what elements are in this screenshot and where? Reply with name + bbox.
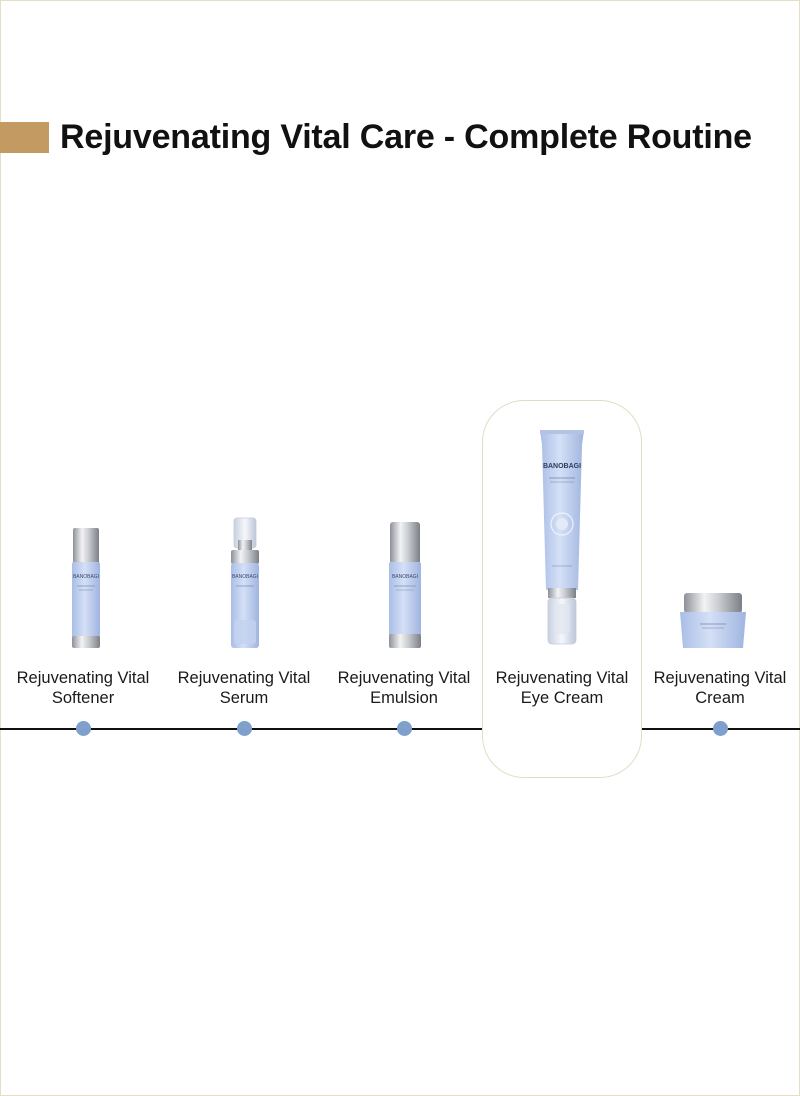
cream-jar-image — [680, 593, 746, 648]
product-emulsion[interactable]: BANOBAGI Rejuvenating Vital Emulsion — [324, 0, 484, 760]
product-label: Rejuvenating Vital Eye Cream — [495, 669, 629, 707]
brand-logo: BANOBAGI — [543, 463, 581, 470]
product-eye-cream[interactable]: BANOBAGI Rejuvenating Vital Eye Cream — [482, 0, 642, 760]
page-title: Rejuvenating Vital Care - Complete Routi… — [60, 118, 752, 156]
title-accent-bar — [0, 122, 49, 153]
jar-label — [700, 623, 726, 629]
eye-cream-tube-image: BANOBAGI — [540, 430, 584, 645]
svg-text:BANOBAGI: BANOBAGI — [73, 574, 99, 580]
serum-bottle-image: BANOBAGI — [231, 517, 259, 648]
timeline-dot[interactable] — [397, 721, 412, 736]
emulsion-bottle-image: BANOBAGI — [389, 522, 421, 648]
product-label: Rejuvenating Vital Softener — [16, 669, 150, 707]
product-softener[interactable]: BANOBAGI Rejuvenating Vital Softener — [3, 0, 163, 760]
product-label: Rejuvenating Vital Cream — [653, 669, 787, 707]
svg-text:BANOBAGI: BANOBAGI — [543, 463, 581, 470]
svg-text:BANOBAGI: BANOBAGI — [392, 574, 418, 580]
timeline-dot[interactable] — [76, 721, 91, 736]
product-serum[interactable]: BANOBAGI Rejuvenating Vital Serum — [164, 0, 324, 760]
product-label: Rejuvenating Vital Emulsion — [337, 669, 471, 707]
product-label: Rejuvenating Vital Serum — [177, 669, 311, 707]
brand-logo: BANOBAGI — [73, 574, 99, 580]
svg-text:BANOBAGI: BANOBAGI — [232, 574, 258, 580]
product-cream[interactable]: Rejuvenating Vital Cream — [640, 0, 800, 760]
brand-logo: BANOBAGI — [232, 574, 258, 580]
softener-bottle-image: BANOBAGI — [72, 528, 100, 648]
brand-logo: BANOBAGI — [392, 574, 418, 580]
timeline-dot[interactable] — [237, 721, 252, 736]
timeline-dot[interactable] — [713, 721, 728, 736]
